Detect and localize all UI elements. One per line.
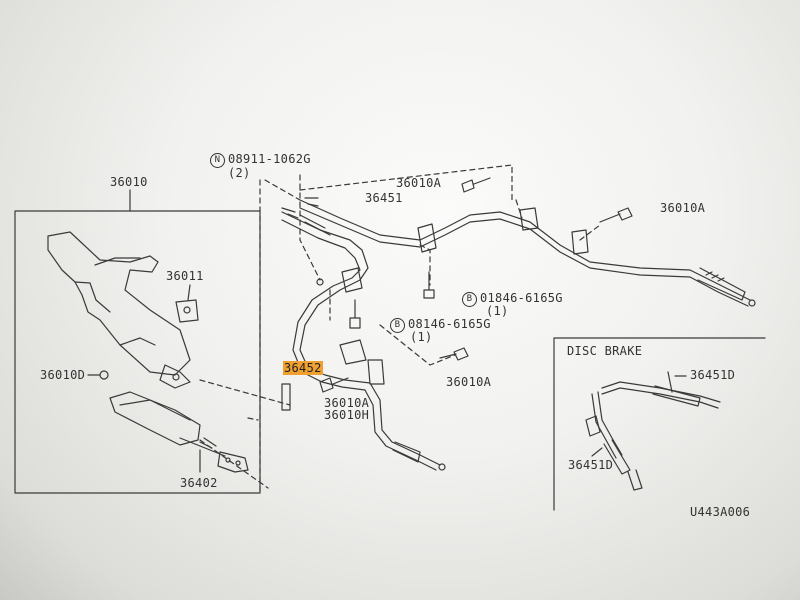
label-36010D: 36010D [40,368,86,382]
cable-bracket-4 [341,267,363,293]
lever-housing [47,231,191,376]
lever-assembly-box [14,210,261,494]
label-36010A-right: 36010A [660,201,706,215]
n-marker: N [210,153,225,168]
cable-36451 [299,199,751,301]
b-marker-1: B [462,292,477,307]
bolt-36010H [281,383,291,411]
n-part-number: 08911-1062G [228,152,311,166]
label-36010: 36010 [110,175,148,189]
cable-bracket-2 [519,207,539,231]
clip-36402 [217,451,249,473]
b-part-number-2: 08146-6165G [408,317,491,331]
cable-bracket-3 [571,229,589,255]
disc-brake-box [553,337,766,511]
nut-36010D [99,370,109,380]
label-36010A-lower: 36010A [446,375,492,389]
disc-brake-title: DISC BRAKE [567,344,643,358]
bolt-36010A-right [599,207,633,223]
bolt-36010A-mid [319,377,349,393]
diagram-code: U443A006 [690,505,751,519]
b-marker-2: B [390,318,405,333]
cable-bracket-6 [367,359,385,385]
cable-bracket-5 [339,339,367,365]
label-36010H: 36010H [324,408,370,422]
label-n-qty: (2) [228,166,251,180]
label-36011: 36011 [166,269,204,283]
bolt-B-2 [349,299,361,329]
cable-36452 [281,211,441,466]
highlighted-part-36452: 36452 [283,361,323,375]
bracket-36011 [175,299,199,323]
label-36402: 36402 [180,476,218,490]
bolt-36010A-top [461,177,491,193]
cable-bracket-1 [417,223,437,253]
label-36010A-top: 36010A [396,176,442,190]
label-b-qty-2: (1) [410,330,433,344]
label-36010A-mid: 36010A [324,396,370,410]
label-36452: 36452 [283,361,323,375]
label-36451D-lower: 36451D [568,458,614,472]
lever-arm [109,391,201,446]
bolt-B-1 [423,271,435,299]
label-36451: 36451 [365,191,403,205]
b-part-number-1: 01846-6165G [480,291,563,305]
label-36451D-upper: 36451D [690,368,736,382]
label-b-qty-1: (1) [486,304,509,318]
bolt-36010A-lower [439,347,469,361]
